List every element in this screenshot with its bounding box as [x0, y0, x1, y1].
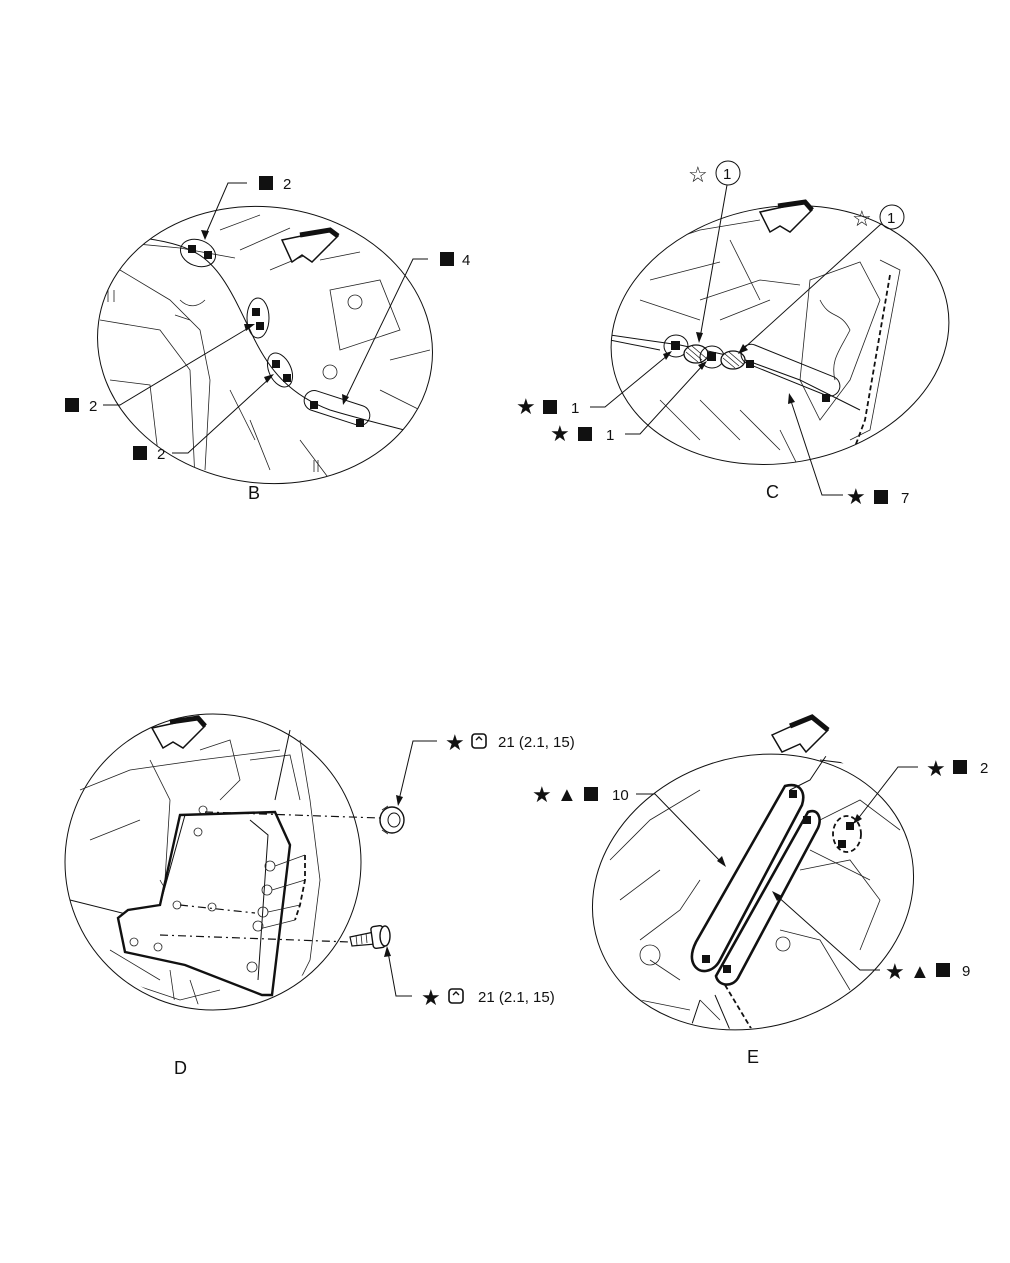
callout-e-10-value: 10 [612, 787, 629, 804]
filled-star-icon: ★ [885, 959, 905, 984]
callout-d-top-value: 21 (2.1, 15) [498, 734, 575, 751]
callout-c-7-value: 7 [901, 490, 909, 507]
callout-c-1-lower: ★ 1 [550, 361, 707, 446]
callout-e-2: ★ 2 [853, 756, 988, 824]
triangle-icon: ▲ [557, 784, 577, 806]
callout-e-9-value: 9 [962, 963, 970, 980]
callout-b-bottom: 2 [133, 374, 274, 463]
callout-e-2-value: 2 [980, 760, 988, 777]
filled-star-icon: ★ [421, 985, 441, 1010]
callout-d-top: ★ 21 (2.1, 15) [396, 730, 575, 806]
sealer-bar-10 [690, 783, 805, 973]
nut-icon [379, 805, 405, 835]
bracket-plate [116, 810, 292, 997]
callout-e-10: ★ ▲ 10 [532, 782, 726, 867]
filled-star-icon: ★ [445, 730, 465, 755]
view-c: ☆ 1 ☆ 1 ★ 1 ★ 1 [516, 160, 950, 509]
view-c-label: C [766, 482, 779, 502]
callout-d-bottom: ★ 21 (2.1, 15) [384, 946, 555, 1010]
callout-c-1-lower-value: 1 [606, 427, 614, 444]
outline-star-icon: ☆ [688, 162, 708, 187]
callout-c-circled-1a: ☆ 1 [688, 160, 741, 343]
callout-b-bottom-value: 2 [157, 446, 165, 463]
callout-b-right-value: 4 [462, 252, 470, 269]
filled-star-icon: ★ [846, 484, 866, 509]
callout-c-1-upper: ★ 1 [516, 351, 672, 419]
callout-b-left-value: 2 [89, 398, 97, 415]
callout-c-1-upper-value: 1 [571, 400, 579, 417]
filled-star-icon: ★ [516, 394, 536, 419]
callout-b-right: 4 [342, 252, 470, 405]
circled-number: 1 [887, 210, 895, 227]
view-b: 2 4 2 2 B [65, 176, 470, 503]
view-b-outline [97, 205, 433, 485]
torque-wrench-icon [471, 733, 487, 749]
callout-d-bottom-value: 21 (2.1, 15) [478, 989, 555, 1006]
view-e-label: E [747, 1047, 759, 1067]
view-e-outline [591, 753, 915, 1031]
filled-star-icon: ★ [926, 756, 946, 781]
view-b-body-structure [94, 214, 441, 481]
view-e: ★ 2 ★ ▲ 10 ★ ▲ 9 E [532, 714, 988, 1067]
torque-wrench-icon [448, 988, 464, 1004]
callout-e-9: ★ ▲ 9 [772, 891, 970, 984]
bolt-icon [349, 924, 391, 950]
view-b-label: B [248, 483, 260, 503]
view-d-label: D [174, 1058, 187, 1078]
triangle-icon: ▲ [910, 961, 930, 983]
callout-c-7: ★ 7 [788, 393, 909, 509]
outline-star-icon: ☆ [852, 206, 872, 231]
sealer-bar-9 [714, 809, 821, 986]
filled-star-icon: ★ [532, 782, 552, 807]
view-d-outline [64, 713, 362, 1011]
view-c-outline [610, 205, 950, 465]
circled-number: 1 [723, 166, 731, 183]
view-d: ★ 21 (2.1, 15) ★ 21 (2.1, 15) D [64, 713, 575, 1078]
callout-b-top: 2 [201, 176, 291, 240]
filled-star-icon: ★ [550, 421, 570, 446]
callout-b-left: 2 [65, 324, 255, 415]
callout-b-top-value: 2 [283, 176, 291, 193]
callout-c-circled-1b: ☆ 1 [738, 204, 905, 354]
